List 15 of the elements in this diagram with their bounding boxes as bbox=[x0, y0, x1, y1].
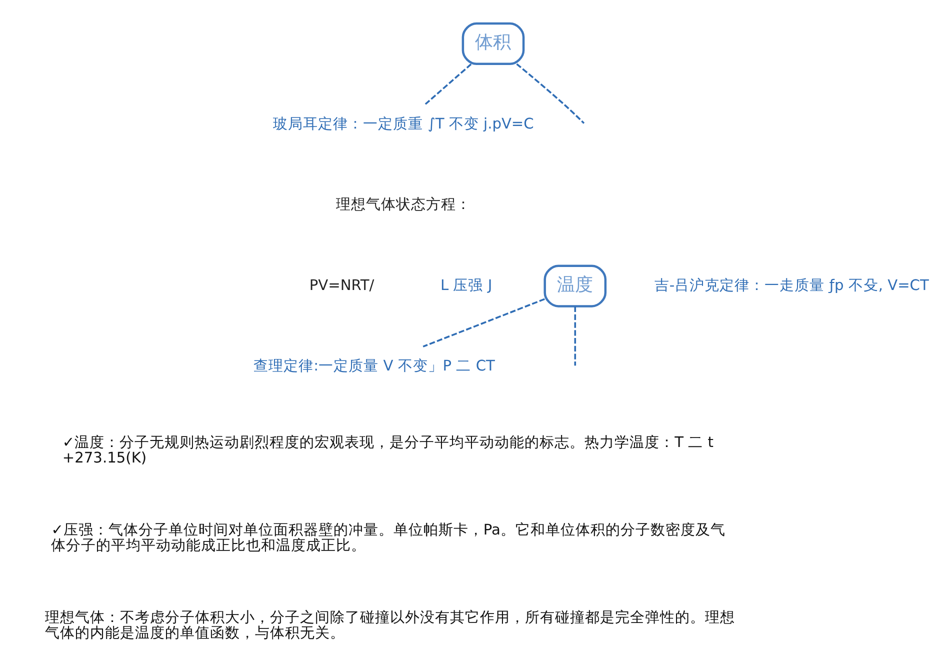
node-text: L 压强 J bbox=[440, 276, 492, 294]
connector bbox=[574, 306, 576, 366]
label: ✓压强：气体分子单位时间对单位面积器壁的冲量。单位帕斯卡，Pa。它和单位体积的分子数密度及气体分子的平均平动动能成正比也和温度成正比。 bbox=[51, 520, 726, 554]
node-text: 玻局耳定律：一定质重 ∫T 不变 j.pV=C bbox=[273, 114, 534, 132]
node-box: 体积 bbox=[462, 22, 525, 64]
node-text: 查理定律:一定质量 V 不变」P 二 CT bbox=[254, 357, 495, 374]
label: ✓温度：分子无规则热运动剧烈程度的宏观表现，是分子平均平动动能的标志。热力学温度：T 二 t+273.15(K) bbox=[62, 433, 714, 466]
label: 理想气体：不考虑分子体积大小，分子之间除了碰撞以外没有其它作用，所有碰撞都是完全弹性的。理想气体的内能是温度的单值函数，与体积无关。 bbox=[45, 608, 736, 642]
connector bbox=[424, 63, 472, 104]
node-text: PV=NRT/ bbox=[309, 276, 374, 294]
node-box: 温度 bbox=[544, 264, 607, 307]
connector bbox=[422, 298, 545, 347]
node-text: 吉-吕沪克定律：一走质量 ƒp 不殳, V=CT bbox=[654, 276, 929, 294]
connector bbox=[516, 62, 585, 124]
node-text: 理想气体状态方程： bbox=[336, 196, 471, 213]
